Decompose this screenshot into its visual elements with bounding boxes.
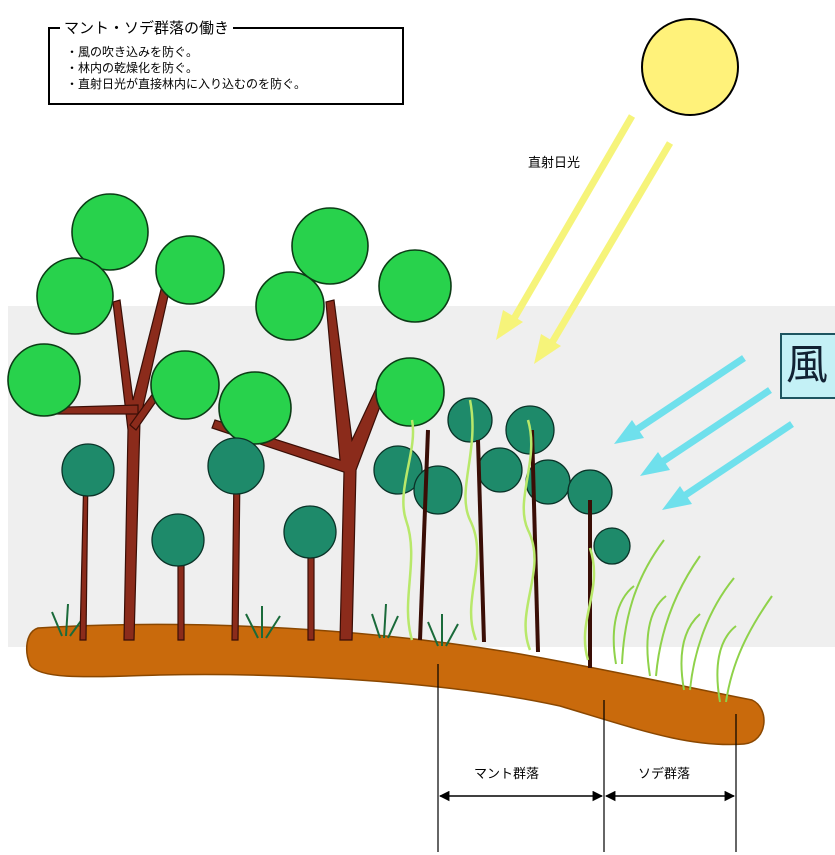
wind-label: 風 (780, 333, 835, 399)
sunlight-arrows (496, 114, 674, 364)
sode-community-label: ソデ群落 (638, 767, 691, 782)
ground-grass (51, 603, 459, 647)
legend-item: ・直射日光が直接林内に入り込むのを防ぐ。 (66, 77, 307, 91)
vines (402, 399, 596, 661)
mantle-community-label: マント群落 (474, 767, 540, 782)
ground (25, 623, 765, 746)
wind-arrows (614, 355, 794, 510)
sunlight-label: 直射日光 (528, 156, 581, 171)
legend-box: マント・ソデ群落の働き ・風の吹き込みを防ぐ。 ・林内の乾燥化を防ぐ。 ・直射日… (48, 17, 404, 105)
mantle-trunks (418, 429, 592, 668)
dimension-lines (437, 664, 737, 852)
legend-item: ・風の吹き込みを防ぐ。 (66, 45, 199, 59)
forest-crowns-light (7, 193, 452, 445)
legend-title: マント・ソデ群落の働き (60, 17, 234, 38)
legend-item: ・林内の乾燥化を防ぐ。 (66, 61, 199, 75)
legend-list: ・風の吹き込みを防ぐ。 ・林内の乾燥化を防ぐ。 ・直射日光が直接林内に入り込むの… (66, 44, 306, 92)
sode-grass (612, 539, 773, 703)
sun-icon (641, 18, 739, 116)
